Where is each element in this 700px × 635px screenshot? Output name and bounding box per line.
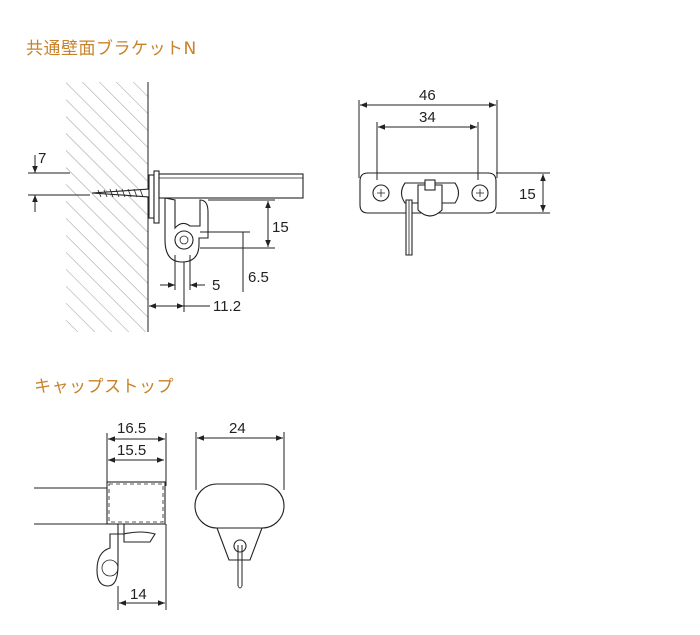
dim-46: 46 <box>419 87 436 104</box>
section-title-cap-stop: キャップストップ <box>34 377 174 397</box>
dim-15-width: 15 <box>519 186 536 203</box>
dim-15-5: 15.5 <box>117 442 146 459</box>
dim-14: 14 <box>130 586 147 603</box>
cap-hook <box>96 523 125 587</box>
bracket-hook <box>164 197 209 263</box>
dim-15-height: 15 <box>272 219 289 236</box>
wall-hatch <box>66 82 148 332</box>
cap-front-body <box>194 483 285 529</box>
section-title-wall-bracket: 共通壁面ブラケットN <box>26 39 197 59</box>
dim-5: 5 <box>212 277 220 294</box>
dim-24: 24 <box>229 420 246 437</box>
dim-34: 34 <box>419 109 436 126</box>
capstop-front-view: 24 <box>194 420 285 589</box>
dim-11-2: 11.2 <box>213 298 241 315</box>
capstop-side-view: 16.5 15.5 14 <box>34 420 167 610</box>
cap-body <box>106 481 166 525</box>
dim-6-5: 6.5 <box>248 269 269 286</box>
dim-16-5: 16.5 <box>117 420 146 437</box>
bracket-front-view: 46 34 15 <box>358 87 550 256</box>
dim-7: 7 <box>38 150 46 167</box>
bracket-side-view: 7 15 6.5 5 11.2 <box>28 82 304 332</box>
